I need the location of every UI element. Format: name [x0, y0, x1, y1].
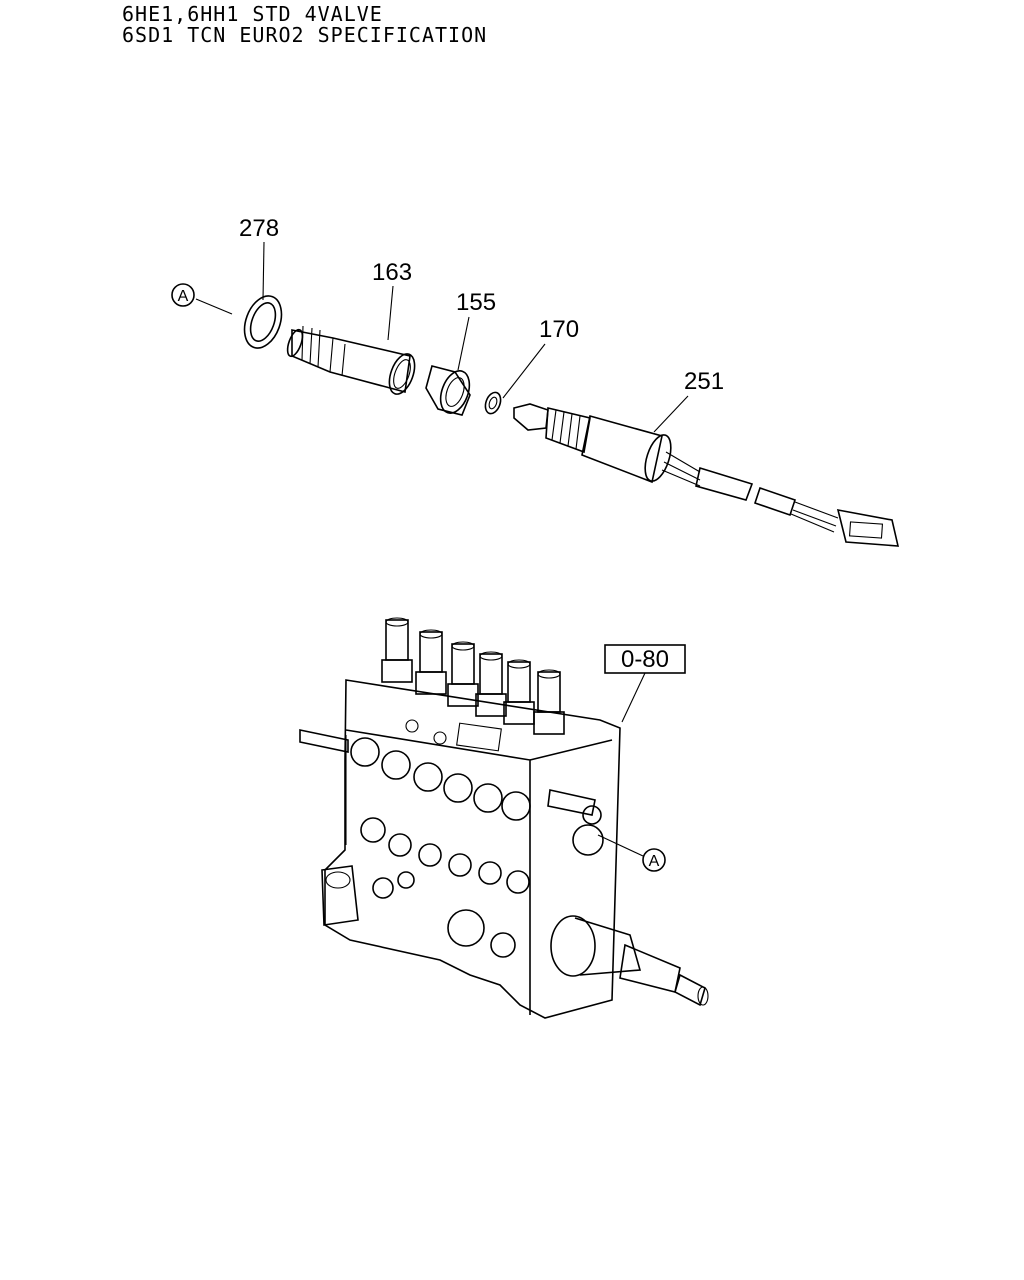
- callout-163[interactable]: 163: [372, 259, 412, 286]
- marker-a-pump[interactable]: A: [597, 834, 666, 872]
- title-line-1: 6HE1,6HH1 STD 4VALVE: [122, 2, 383, 26]
- ref-box-0-80[interactable]: 0-80: [604, 644, 686, 723]
- injection-pump: [299, 617, 709, 1019]
- pump-lower-bolts: [360, 805, 604, 958]
- marker-a-top[interactable]: A: [171, 283, 195, 307]
- callout-155[interactable]: 155: [456, 289, 496, 316]
- diagram-title: 6HE1,6HH1 STD 4VALVE 6SD1 TCN EURO2 SPEC…: [122, 4, 487, 46]
- pump-drive-shaft: [550, 915, 709, 1007]
- part-170-washer[interactable]: [483, 390, 504, 415]
- marker-a-top-label: A: [178, 288, 189, 305]
- pump-ports: [350, 719, 531, 821]
- callout-278[interactable]: 278: [239, 215, 279, 242]
- part-251-sensor[interactable]: [513, 403, 900, 547]
- delivery-valves: [381, 617, 565, 735]
- ref-label: 0-80: [621, 646, 669, 673]
- leader-lines: [195, 241, 689, 433]
- callout-170[interactable]: 170: [539, 316, 579, 343]
- part-278-gasket[interactable]: [238, 291, 288, 353]
- callout-251[interactable]: 251: [684, 368, 724, 395]
- part-155-nut[interactable]: [425, 365, 475, 417]
- part-163-adapter[interactable]: [285, 325, 420, 397]
- title-line-2: 6SD1 TCN EURO2 SPECIFICATION: [122, 23, 488, 47]
- marker-a-pump-label: A: [649, 853, 660, 870]
